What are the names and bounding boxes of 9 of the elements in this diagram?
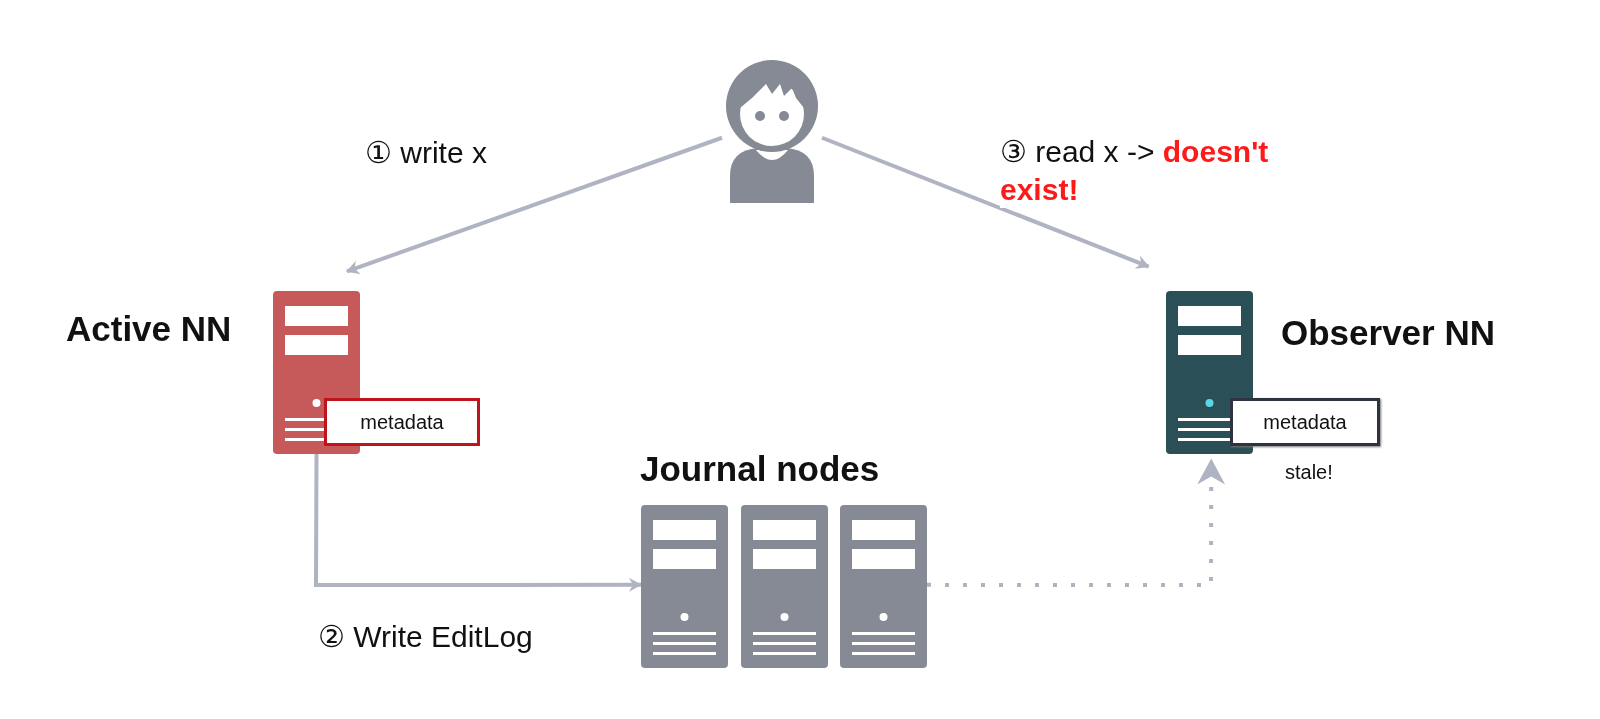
arrow — [346, 135, 723, 274]
status-note: stale! — [1285, 461, 1333, 484]
node-heading: Active NN — [66, 309, 232, 349]
node-heading: Observer NN — [1281, 313, 1495, 353]
arrow — [314, 454, 642, 592]
dotted-arrow — [927, 458, 1226, 587]
arrow — [821, 135, 1150, 269]
node-heading: Journal nodes — [640, 449, 880, 489]
metadata-box: metadata — [324, 398, 480, 446]
